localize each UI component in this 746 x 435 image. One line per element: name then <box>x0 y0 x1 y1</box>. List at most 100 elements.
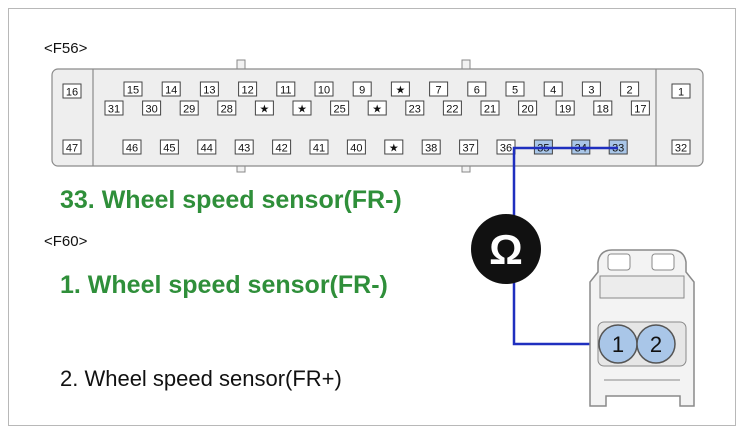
f56-pin-label-r0: 1 <box>678 87 684 99</box>
f56-pin-box-c1 <box>159 139 179 155</box>
f56-pin-label-a12: 3 <box>588 85 594 97</box>
f56-pin-box-a1 <box>161 81 181 97</box>
f56-pin-label-r1: 32 <box>675 143 687 155</box>
f56-pin-box-l1 <box>62 139 82 155</box>
f56-pin-label-c8: 38 <box>425 143 437 155</box>
f56-pin-label-c9: 37 <box>462 143 474 155</box>
f56-pin-label-b9: 22 <box>446 104 458 116</box>
f56-pin-box-a4 <box>276 81 296 97</box>
f56-pin-box-b6 <box>330 100 350 116</box>
f56-pin-label-a3: 12 <box>241 85 253 97</box>
f56-pin-label-b0: 31 <box>108 104 120 116</box>
f56-pin-box-l0 <box>62 83 82 99</box>
f56-pin-label-b3: 28 <box>221 104 233 116</box>
ohm-icon: Ω <box>489 226 523 273</box>
f56-pin-box-a11 <box>543 81 563 97</box>
f60-pin-1-label: 1 <box>612 332 624 357</box>
f56-pin-box-b12 <box>555 100 575 116</box>
f56-pin-label-b4: ★ <box>259 104 269 116</box>
f56-pin-box-b2 <box>179 100 199 116</box>
f56-pin-label-b2: 29 <box>183 104 195 116</box>
f56-pin-label-a2: 13 <box>203 85 215 97</box>
f56-pin-box-a2 <box>199 81 219 97</box>
f56-pin-label-a9: 6 <box>474 85 480 97</box>
f56-pin-label-c10: 36 <box>500 143 512 155</box>
f56-pin-box-c5 <box>309 139 329 155</box>
f56-pin-box-c7 <box>384 139 404 155</box>
f56-pin-box-b1 <box>142 100 162 116</box>
f56-pin-box-c3 <box>234 139 254 155</box>
f56-pin-box-c8 <box>421 139 441 155</box>
f56-pin-box-a8 <box>429 81 449 97</box>
f56-pin-box-r0 <box>671 83 691 99</box>
f56-pin-label-c7: ★ <box>389 143 399 155</box>
f56-pin-label-b13: 18 <box>597 104 609 116</box>
f60-pin2-caption: 2. Wheel speed sensor(FR+) <box>60 366 342 391</box>
f56-pin-box-b9 <box>442 100 462 116</box>
f56-pin-box-c4 <box>272 139 292 155</box>
f56-pin-label-c1: 45 <box>163 143 175 155</box>
f56-pin-box-b7 <box>367 100 387 116</box>
f56-pin-box-b13 <box>593 100 613 116</box>
f56-pin-box-r1 <box>671 139 691 155</box>
f56-pin-box-b0 <box>104 100 124 116</box>
f56-pin-label-b5: ★ <box>297 104 307 116</box>
f56-pin-box-a13 <box>620 81 640 97</box>
f56-pin-label-a4: 11 <box>280 85 291 97</box>
f56-pin-label-b7: ★ <box>372 104 382 116</box>
f56-pin-box-c0 <box>122 139 142 155</box>
f56-pin-label-a11: 4 <box>550 85 556 97</box>
f56-pin-label-c2: 44 <box>201 143 213 155</box>
f56-pin-label-a5: 10 <box>318 85 330 97</box>
f56-pin-label-c5: 41 <box>313 143 325 155</box>
f56-pin-label-c13: 33 <box>612 143 624 155</box>
f56-pin-label-a13: 2 <box>627 85 633 97</box>
f56-pin-label-b6: 25 <box>333 104 345 116</box>
f56-pin-box-a0 <box>123 81 143 97</box>
f56-pin-label-c3: 43 <box>238 143 250 155</box>
f56-pin-box-a6 <box>352 81 372 97</box>
f60-pin-2 <box>636 324 676 364</box>
f56-pin-label-c4: 42 <box>275 143 287 155</box>
f56-pin-box-a9 <box>467 81 487 97</box>
f56-pin-label-b10: 21 <box>484 104 496 116</box>
f60-connector: 1 2 <box>589 249 695 407</box>
f56-pin-label-l1: 47 <box>66 143 78 155</box>
f60-pin1-caption: 1. Wheel speed sensor(FR-) <box>60 271 388 299</box>
f56-pin-box-a10 <box>505 81 525 97</box>
f56-pin-box-c2 <box>197 139 217 155</box>
f56-pin-box-b5 <box>292 100 312 116</box>
f56-pin-box-b8 <box>405 100 425 116</box>
f56-connector <box>51 59 704 173</box>
f56-pin-box-b11 <box>518 100 538 116</box>
f56-pin-label-a0: 15 <box>127 85 139 97</box>
f56-pin-label-c6: 40 <box>350 143 362 155</box>
f56-pin-label-b14: 17 <box>634 104 646 116</box>
f56-pin-label-a1: 14 <box>165 85 177 97</box>
f56-pin-box-b3 <box>217 100 237 116</box>
f60-pin-2-label: 2 <box>650 332 662 357</box>
f56-connector-label: <F56> <box>44 40 88 57</box>
f56-pin-label-b12: 19 <box>559 104 571 116</box>
f56-pin-label-a6: 9 <box>359 85 365 97</box>
ohmmeter: Ω <box>471 214 541 284</box>
f56-pin-box-b4 <box>254 100 274 116</box>
f56-pin-box-c9 <box>459 139 479 155</box>
f56-pin-label-l0: 16 <box>66 87 78 99</box>
f56-pin-label-b8: 23 <box>409 104 421 116</box>
f56-pin-box-b10 <box>480 100 500 116</box>
f56-pin-label-a7: ★ <box>395 85 405 97</box>
f56-pin-label-a8: 7 <box>436 85 442 97</box>
f56-pin-box-a7 <box>390 81 410 97</box>
f56-pin-box-b14 <box>630 100 650 116</box>
f56-pin-box-a12 <box>581 81 601 97</box>
f60-connector-label: <F60> <box>44 233 88 250</box>
f56-pin-box-a5 <box>314 81 334 97</box>
f56-pin-label-a10: 5 <box>512 85 518 97</box>
f56-pin-caption: 33. Wheel speed sensor(FR-) <box>60 186 402 214</box>
f56-pin-box-a3 <box>238 81 258 97</box>
f56-pin-box-c6 <box>346 139 366 155</box>
f56-pin-label-b11: 20 <box>521 104 533 116</box>
f56-pin-label-b1: 30 <box>145 104 157 116</box>
